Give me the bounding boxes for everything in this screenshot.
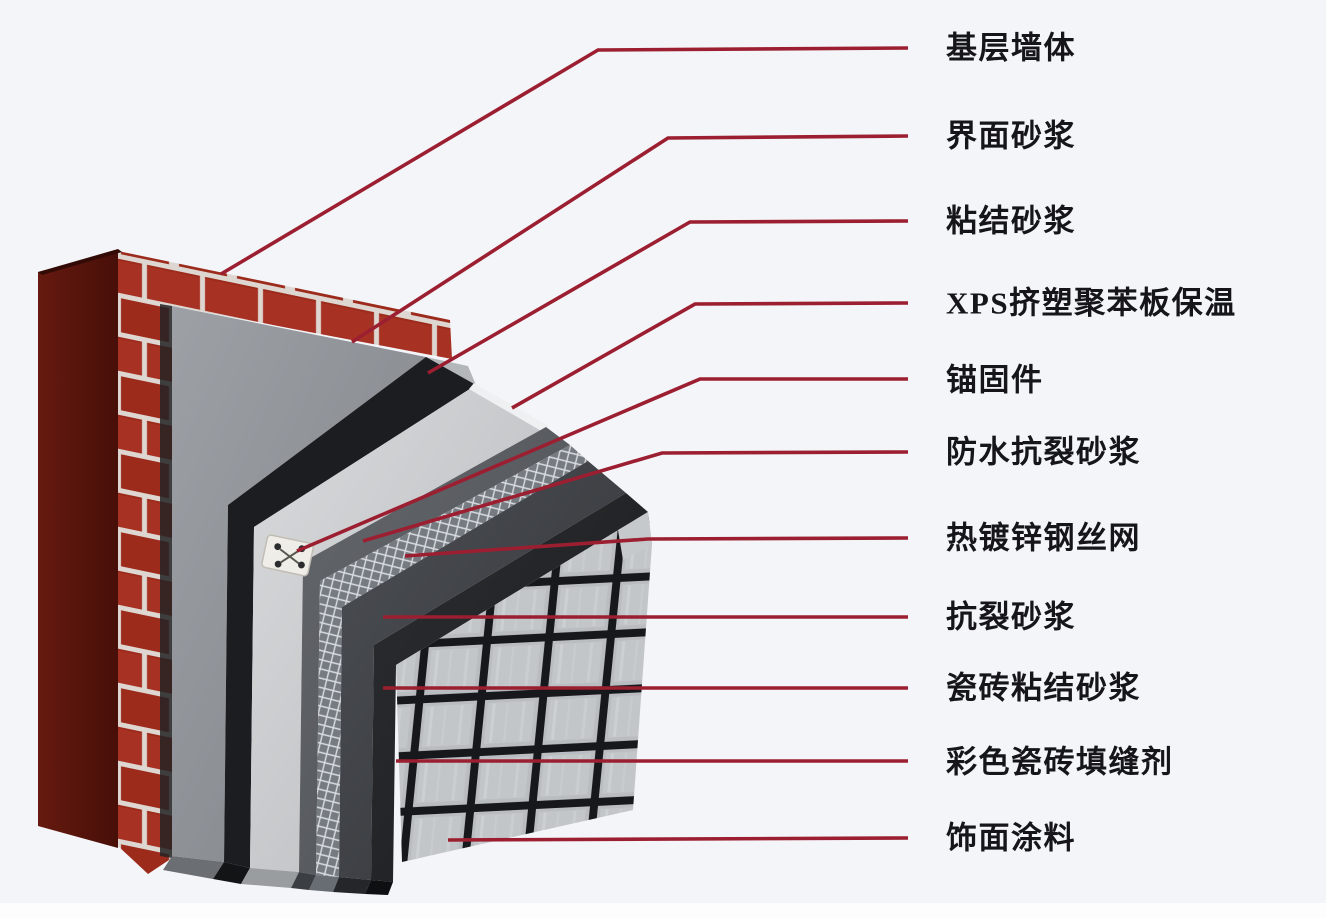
xps-board-bottom-face (241, 868, 299, 888)
xps-board-top-highlight (469, 383, 549, 432)
leader-line-xps-insulation-board (511, 301, 909, 410)
waterproof-mortar-bottom-face (291, 872, 316, 890)
anchor-fastener-plate (261, 534, 315, 577)
leader-line-waterproof-anticrack-mortar (362, 450, 909, 543)
base-wall-brick-face (118, 251, 452, 874)
label-waterproof-anticrack-mortar: 防水抗裂砂浆 (946, 435, 1141, 470)
leader-line-bonding-mortar (427, 219, 909, 375)
bonding-mortar-layer (224, 357, 476, 868)
xps-board-layer (250, 385, 546, 872)
anchor-plate-cross-mark (279, 548, 300, 565)
interface-mortar-layer (172, 306, 426, 862)
layer-labels: 基层墙体 界面砂浆 粘结砂浆 XPS挤塑聚苯板保温 锚固件 防水抗裂砂浆 热镀锌… (946, 31, 1237, 856)
tile-face-top-sliver (618, 512, 652, 560)
wire-mesh-bottom-face (309, 875, 339, 892)
label-colored-tile-grout: 彩色瓷砖填缝剂 (946, 745, 1174, 780)
anticrack-mortar-layer (339, 461, 626, 880)
leader-line-galvanized-wire-mesh (404, 536, 909, 558)
galvanized-wire-mesh-layer (316, 445, 588, 877)
label-galvanized-wire-mesh: 热镀锌钢丝网 (946, 521, 1141, 556)
base-wall-top-edge (38, 249, 122, 275)
anchor-screw-dot (298, 561, 305, 569)
leader-line-anchor-fastener (296, 377, 908, 553)
leader-lines (220, 46, 909, 842)
label-bonding-mortar: 粘结砂浆 (946, 204, 1076, 239)
interface-mortar-bottom-face (163, 856, 224, 879)
anticrack-mortar-bottom-face (333, 877, 371, 894)
anchor-screw-dot (274, 560, 282, 568)
tile-bonding-bottom-face (365, 880, 393, 895)
label-finish-coating: 饰面涂料 (946, 821, 1076, 856)
background-bottom-strip (0, 903, 1326, 918)
label-base-wall: 基层墙体 (946, 31, 1076, 66)
leader-line-finish-coating (447, 836, 909, 842)
label-anchor-fastener: 锚固件 (946, 363, 1044, 398)
label-interface-mortar: 界面砂浆 (946, 119, 1076, 154)
bonding-mortar-bottom-face (213, 862, 250, 884)
layer-bottom-faces (163, 856, 393, 895)
leader-line-base-wall (220, 46, 909, 276)
base-wall-side-face (38, 251, 118, 848)
leader-line-interface-mortar (351, 134, 909, 344)
label-tile-bonding-mortar: 瓷砖粘结砂浆 (946, 671, 1141, 706)
label-xps-insulation-board: XPS挤塑聚苯板保温 (946, 286, 1237, 321)
anchor-screw-dot (274, 543, 282, 551)
label-anticrack-mortar: 抗裂砂浆 (946, 600, 1076, 635)
brick-to-mortar-shadow-gap (160, 304, 172, 858)
tile-bonding-mortar-layer (371, 493, 648, 882)
